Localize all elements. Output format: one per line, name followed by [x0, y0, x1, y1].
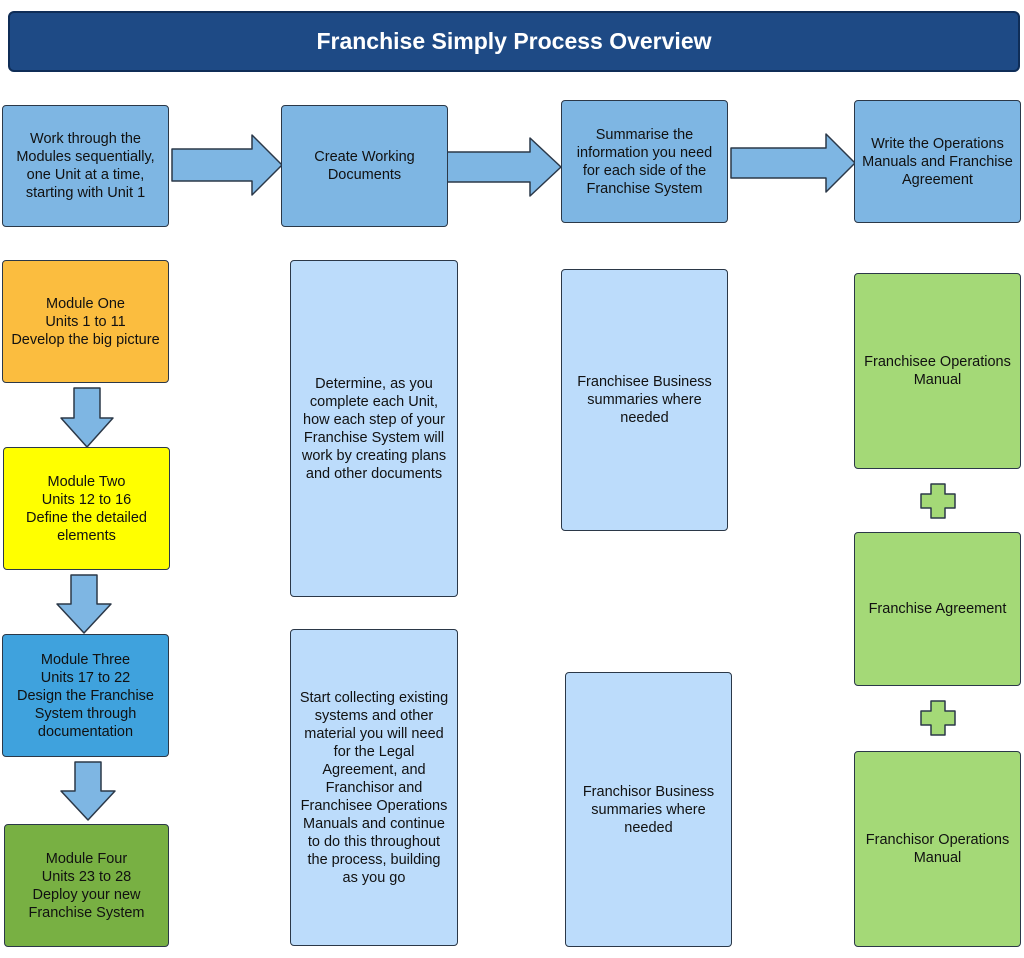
summary-label: Franchisee Business summaries where need… [577, 374, 712, 426]
step-summarise-information: Summarise the information you need for e… [561, 100, 728, 223]
franchisee-operations-manual-box: Franchisee Operations Manual [854, 273, 1021, 469]
right-arrow-1 [171, 134, 283, 196]
step-create-working-documents: Create Working Documents [281, 105, 448, 227]
step-work-through-modules: Work through the Modules sequentially, o… [2, 105, 169, 227]
right-arrow-3 [730, 133, 856, 193]
output-label: Franchisee Operations Manual [864, 354, 1011, 388]
franchise-agreement-box: Franchise Agreement [854, 532, 1021, 686]
right-arrow-2 [446, 137, 562, 197]
module-label: Module Four Units 23 to 28 Deploy your n… [28, 850, 145, 921]
summary-label: Franchisor Business summaries where need… [582, 783, 715, 836]
step-label: Work through the Modules sequentially, o… [16, 131, 155, 201]
module-two-box: Module Two Units 12 to 16 Define the det… [3, 447, 170, 570]
module-label: Module Three Units 17 to 22 Design the F… [16, 651, 154, 740]
module-four-box: Module Four Units 23 to 28 Deploy your n… [4, 824, 169, 947]
down-arrow-3 [60, 761, 116, 821]
module-three-box: Module Three Units 17 to 22 Design the F… [2, 634, 169, 757]
working-docs-collect-box: Start collecting existing systems and ot… [290, 629, 458, 946]
title-bar: Franchise Simply Process Overview [8, 11, 1020, 72]
franchisor-summaries-box: Franchisor Business summaries where need… [565, 672, 732, 947]
plus-icon-1 [920, 483, 956, 519]
module-one-box: Module One Units 1 to 11 Develop the big… [2, 260, 169, 383]
module-label: Module One Units 1 to 11 Develop the big… [11, 295, 160, 348]
plus-icon-2 [920, 700, 956, 736]
working-docs-determine-box: Determine, as you complete each Unit, ho… [290, 260, 458, 597]
output-label: Franchisor Operations Manual [865, 832, 1010, 866]
step-label: Summarise the information you need for e… [576, 126, 713, 197]
output-label: Franchise Agreement [868, 601, 1007, 617]
module-label: Module Two Units 12 to 16 Define the det… [26, 473, 147, 544]
working-docs-label: Determine, as you complete each Unit, ho… [301, 375, 447, 482]
down-arrow-2 [56, 574, 112, 634]
down-arrow-1 [60, 387, 114, 448]
franchisee-summaries-box: Franchisee Business summaries where need… [561, 269, 728, 531]
franchisor-operations-manual-box: Franchisor Operations Manual [854, 751, 1021, 947]
diagram-title: Franchise Simply Process Overview [316, 28, 712, 54]
working-docs-label: Start collecting existing systems and ot… [299, 689, 449, 886]
step-write-manuals: Write the Operations Manuals and Franchi… [854, 100, 1021, 223]
step-label: Write the Operations Manuals and Franchi… [862, 135, 1013, 188]
step-label: Create Working Documents [314, 149, 415, 183]
